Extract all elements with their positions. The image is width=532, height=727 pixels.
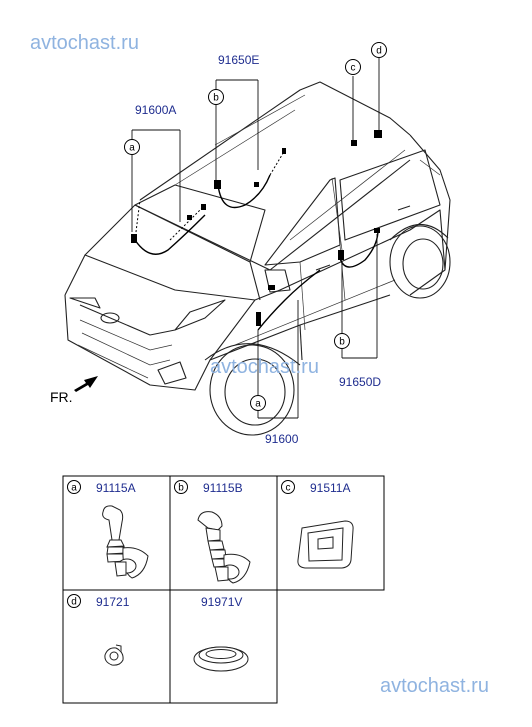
leader-lines — [131, 58, 380, 419]
car-illustration — [64, 81, 451, 436]
svg-text:c: c — [351, 63, 356, 74]
parts-table: a 91115A b 91115B c 91511A d 91721 91971… — [62, 475, 385, 704]
grommet-b-part — [197, 511, 251, 584]
callout-top-c: c — [345, 59, 361, 75]
svg-text:a: a — [255, 399, 261, 410]
parts-cell-e-number: 91971V — [201, 595, 242, 609]
front-door-harness — [257, 269, 321, 331]
watermark-center: avtochast.ru — [210, 356, 319, 378]
watermark-top-left: avtochast.ru — [30, 32, 139, 54]
roof-harness — [217, 174, 271, 209]
plug-c-part — [297, 520, 354, 569]
front-arrow-label: FR. — [50, 389, 73, 405]
parts-cell-d — [62, 589, 171, 704]
parts-cell-e — [169, 589, 278, 704]
callout-door-b: b — [334, 333, 350, 349]
svg-text:d: d — [71, 597, 77, 608]
parts-cell-c-number: 91511A — [310, 481, 350, 495]
front-roof-harness — [134, 214, 206, 255]
svg-text:c: c — [286, 483, 291, 494]
grommet-e-part — [193, 646, 249, 672]
callout-top-a: a — [124, 139, 140, 155]
callout-top-d: d — [371, 42, 387, 58]
watermark-bottom-right: avtochast.ru — [380, 675, 489, 697]
svg-text:a: a — [129, 143, 135, 154]
svg-text:d: d — [376, 46, 382, 57]
front-arrow-icon — [74, 376, 98, 392]
svg-text:a: a — [71, 483, 77, 494]
svg-text:b: b — [339, 337, 345, 348]
clip-d-part — [104, 644, 124, 666]
part-label-roof-harness: 91650E — [218, 53, 259, 67]
grommet-a-part — [102, 505, 149, 579]
parts-cell-a-number: 91115A — [96, 481, 136, 495]
rear-door-harness — [339, 229, 379, 268]
svg-text:b: b — [213, 93, 219, 104]
part-label-rear-door: 91650D — [339, 375, 381, 389]
front-direction-indicator: FR. — [50, 376, 98, 405]
svg-text:b: b — [178, 483, 184, 494]
parts-cell-d-number: 91721 — [96, 595, 130, 609]
callout-top-b: b — [208, 89, 224, 105]
part-label-front-door: 91600 — [265, 432, 299, 446]
callout-door-a: a — [250, 395, 266, 411]
wiring-harnesses — [131, 130, 382, 331]
part-label-front-harness: 91600A — [135, 103, 176, 117]
parts-cell-b-number: 91115B — [203, 481, 243, 495]
